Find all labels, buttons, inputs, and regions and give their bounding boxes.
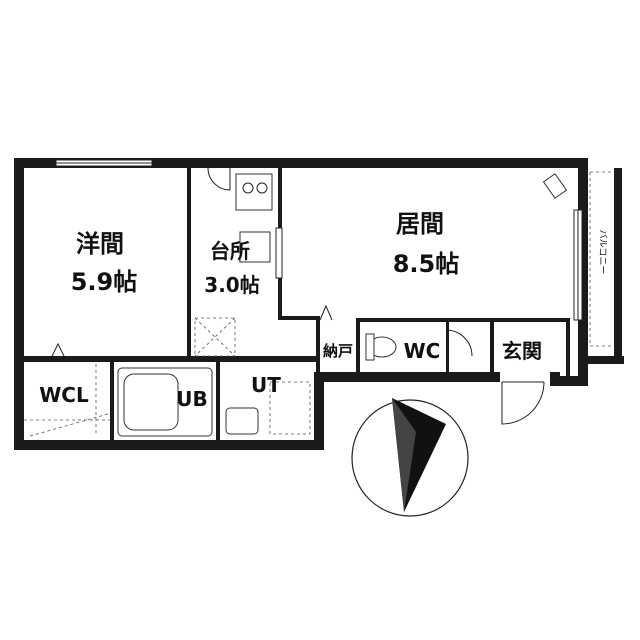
- room-western-size: 5.9帖: [71, 268, 138, 296]
- north-arrow-icon: [351, 398, 469, 517]
- room-living-size: 8.5帖: [393, 250, 460, 278]
- room-entrance-name: 玄関: [502, 339, 542, 363]
- doors: [51, 167, 545, 425]
- balcony-detail: [542, 171, 612, 347]
- room-ut-name: UT: [251, 373, 281, 397]
- room-wc-name: WC: [404, 339, 441, 363]
- bath-fixtures: [117, 367, 311, 437]
- interior-walls: [24, 168, 570, 442]
- toilet-fixtures: [365, 333, 397, 361]
- room-living-name: 居間: [396, 210, 444, 238]
- room-balcony-name: バルコニー: [597, 230, 608, 275]
- room-western-name: 洋間: [76, 230, 124, 258]
- room-wcl-name: WCL: [39, 383, 89, 407]
- outer-walls: [14, 158, 624, 450]
- windows: [55, 159, 583, 321]
- kitchen-fixtures: [194, 173, 273, 357]
- room-storage-name: 納戸: [323, 342, 353, 360]
- room-kitchen-size: 3.0帖: [204, 273, 259, 297]
- room-ub-name: UB: [176, 387, 207, 411]
- room-kitchen-name: 台所: [210, 239, 250, 263]
- closet-lines: [24, 364, 110, 437]
